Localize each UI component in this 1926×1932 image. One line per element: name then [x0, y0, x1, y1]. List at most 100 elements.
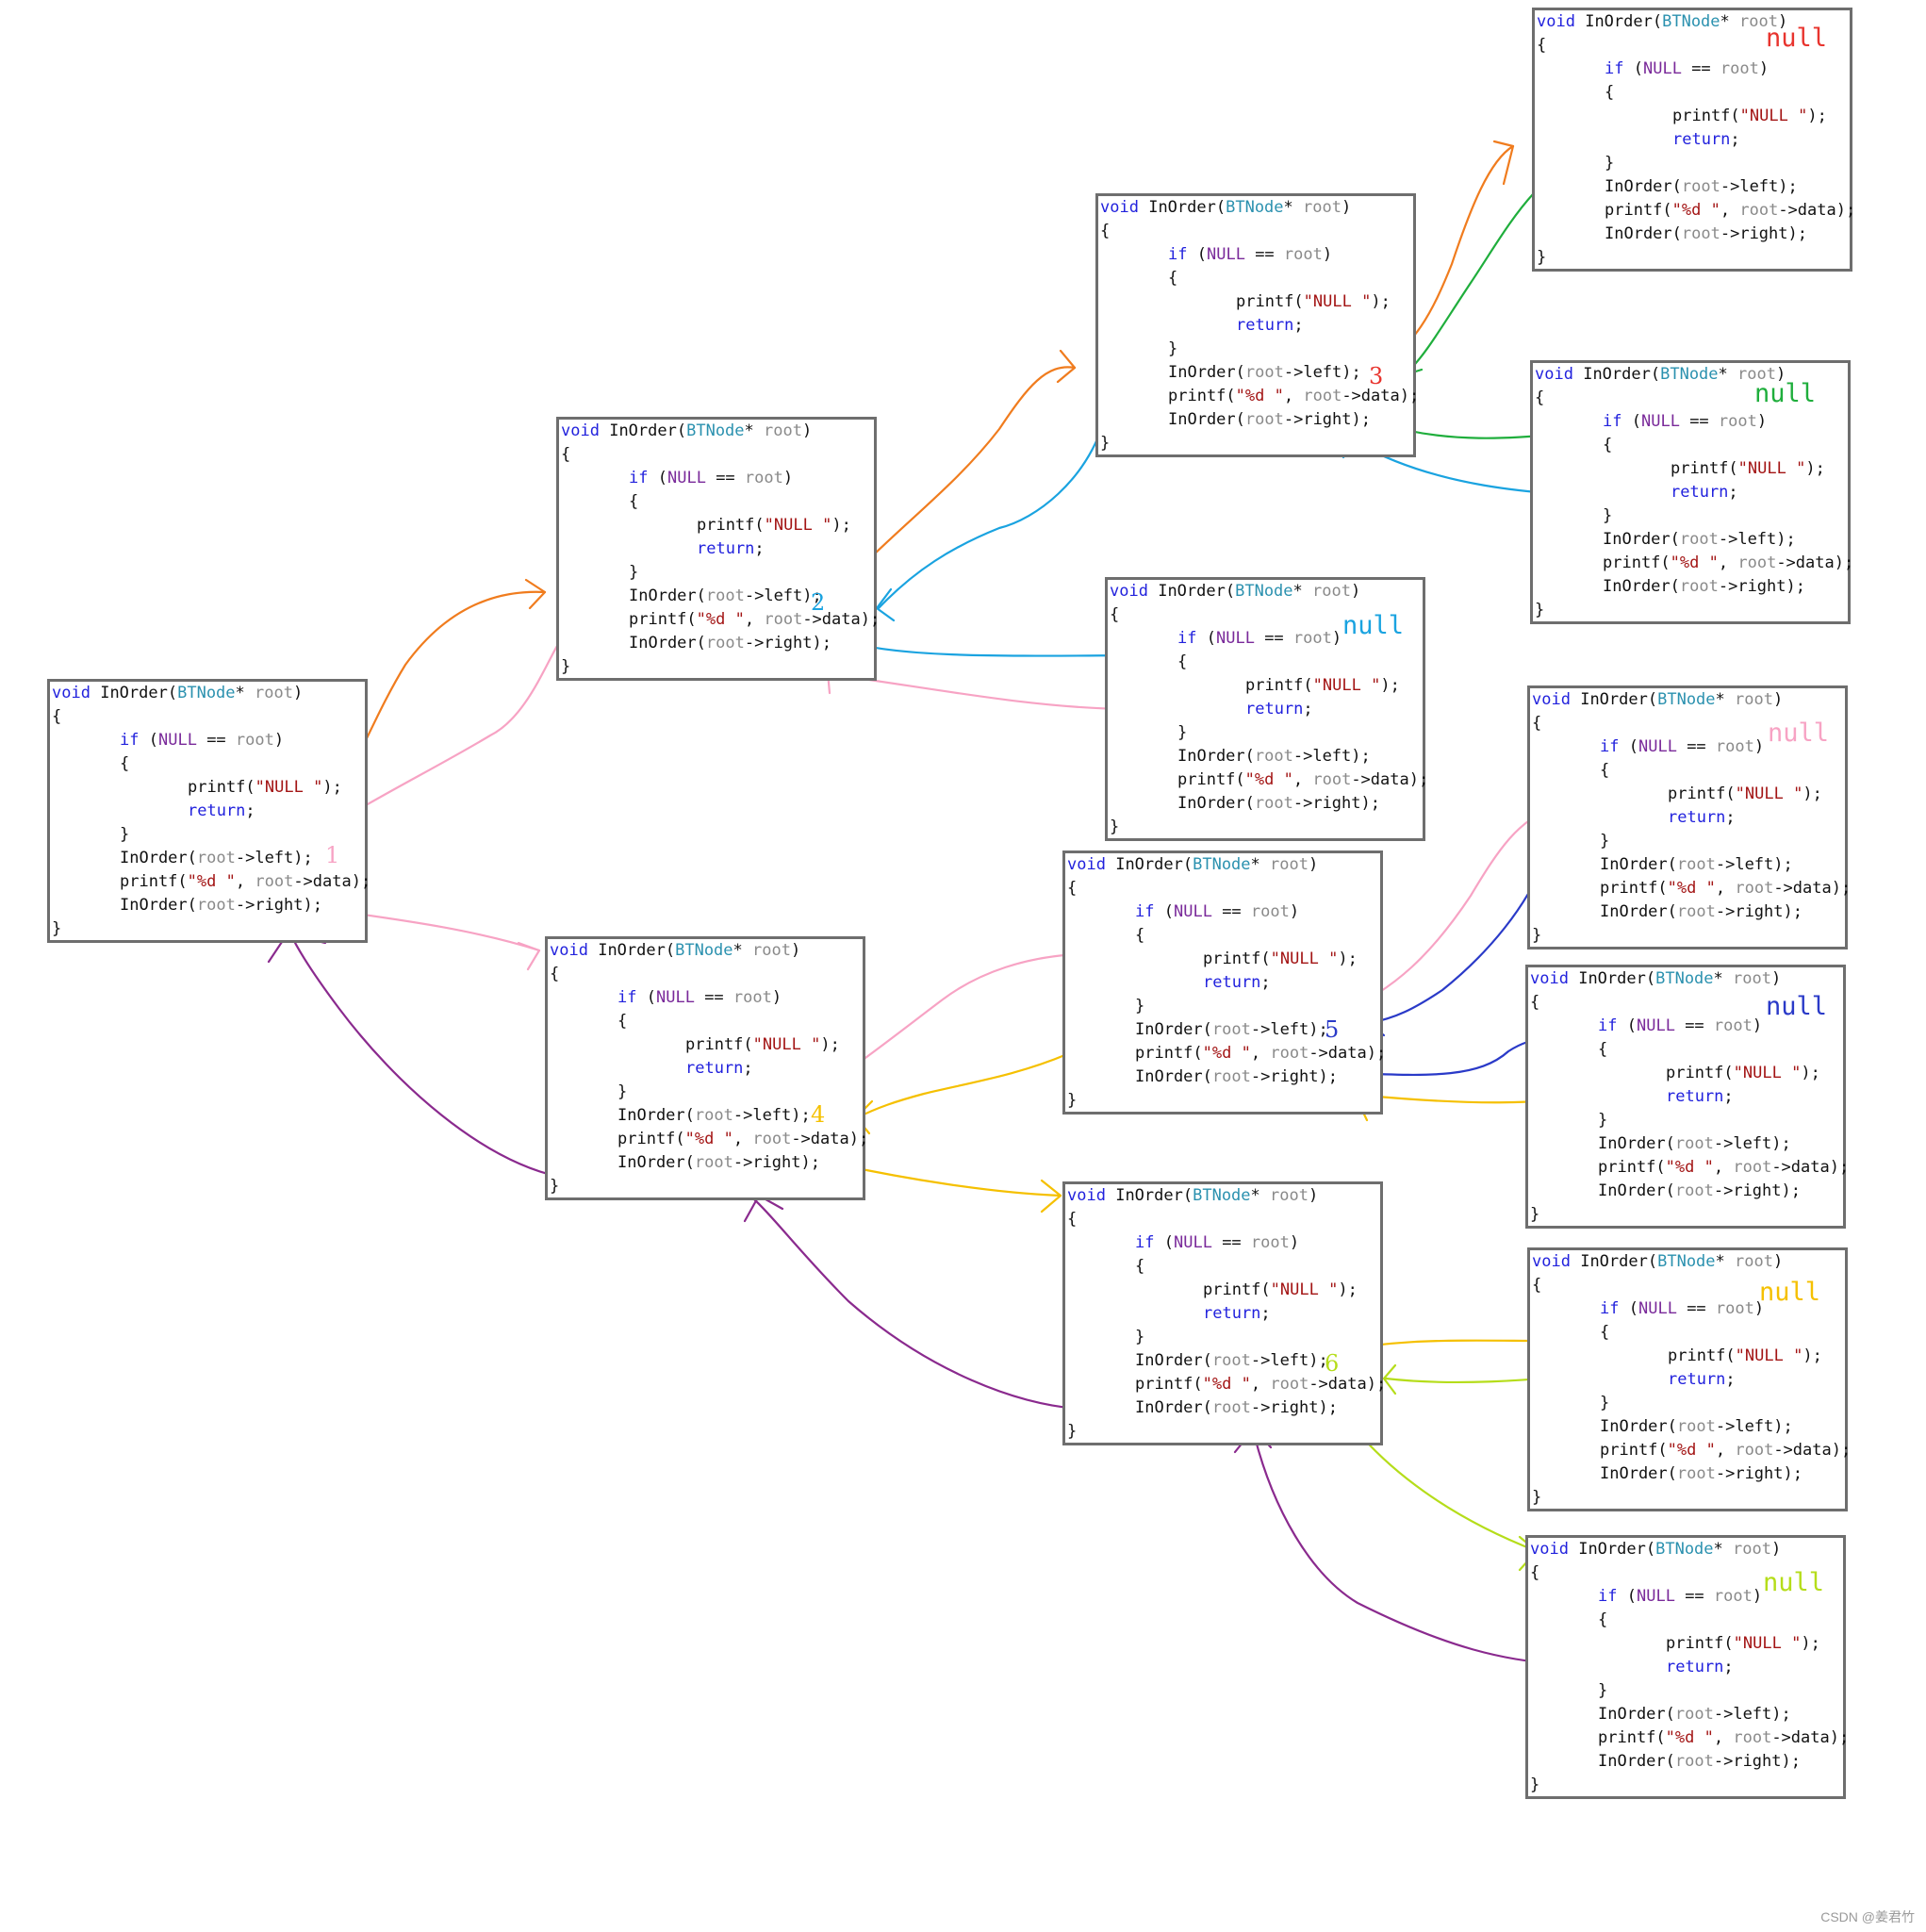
code-token: ->data [1778, 201, 1836, 220]
code-token: printf [1203, 1280, 1261, 1299]
code-line-left-call: InOrder(root->left); [1135, 1349, 1328, 1373]
code-token: if [1600, 737, 1620, 756]
code-token: InOrder [1135, 1020, 1203, 1039]
code-token: ) [1801, 1064, 1811, 1082]
code-token: NULL [655, 988, 695, 1007]
code-token: root [1312, 582, 1351, 601]
code-token: , [1713, 1728, 1724, 1747]
code-token: } [1110, 817, 1120, 836]
code-line-close-brace: } [561, 655, 570, 679]
code-token: ) [1781, 1752, 1791, 1771]
code-token: ( [1260, 1280, 1271, 1299]
code-token: ; [1792, 902, 1803, 921]
code-token: { [1598, 1040, 1608, 1059]
code-line-return-stmt: return; [188, 800, 255, 823]
code-token: ( [1657, 1441, 1668, 1460]
code-token: BTNode [1235, 582, 1293, 601]
code-token: InOrder [1585, 12, 1653, 31]
code-token: ; [1318, 1020, 1328, 1039]
code-token: ( [1235, 410, 1245, 429]
inorder-frame: void InOrder(BTNode* root){if (NULL == r… [47, 679, 370, 943]
code-token: InOrder [617, 1106, 685, 1125]
code-line-printf-data: printf("%d ", root->data); [629, 608, 880, 632]
code-line-right-call: InOrder(root->right); [1177, 792, 1380, 816]
code-token: * [1720, 12, 1730, 31]
code-token: * [1713, 1540, 1723, 1559]
code-token: InOrder [1583, 365, 1651, 384]
code-token: ->data [1773, 1441, 1832, 1460]
code-line-if-null-check: if (NULL == root) [629, 467, 793, 490]
code-token: ; [1790, 1752, 1802, 1771]
code-line-printf-null: printf("NULL "); [1668, 1345, 1822, 1368]
code-token: ; [1797, 224, 1808, 243]
code-token: ->left [744, 586, 803, 605]
code-token: root [235, 731, 274, 750]
code-line-if-open-brace: { [1598, 1038, 1607, 1062]
code-token: InOrder [629, 634, 697, 652]
code-token: ; [812, 586, 822, 605]
code-token: == [1691, 59, 1711, 78]
code-token: ( [1657, 879, 1668, 898]
code-token: if [1177, 629, 1197, 648]
code-token: if [617, 988, 637, 1007]
code-token: printf [1605, 201, 1663, 220]
code-token: ->left [1250, 1351, 1309, 1370]
code-token: ( [1647, 690, 1658, 709]
code-token: { [1530, 993, 1540, 1012]
code-token: printf [1666, 1634, 1724, 1653]
code-token: } [1530, 1205, 1540, 1224]
code-token: if [1598, 1587, 1618, 1606]
code-token: * [1715, 1252, 1725, 1271]
code-token: ( [1660, 553, 1671, 572]
code-token: void [1537, 12, 1575, 31]
code-line-right-call: InOrder(root->right); [617, 1151, 820, 1175]
code-token: root [1254, 747, 1293, 766]
code-token: return [1668, 808, 1726, 827]
code-line-if-close-brace: } [1600, 830, 1609, 853]
null-label-blue: null [1342, 611, 1405, 640]
code-line-signature: void InOrder(BTNode* root) [550, 939, 800, 963]
code-line-printf-data: printf("%d ", root->data); [1605, 199, 1855, 223]
code-token: printf [1135, 1375, 1193, 1394]
code-token: { [550, 965, 560, 983]
code-token: "%d " [1671, 201, 1720, 220]
code-token: InOrder [1158, 582, 1226, 601]
code-line-signature: void InOrder(BTNode* root) [1537, 10, 1787, 34]
code-token: ( [1626, 1587, 1637, 1606]
code-token: InOrder [1600, 902, 1668, 921]
code-token: InOrder [1177, 794, 1245, 813]
code-token: { [1537, 36, 1547, 55]
code-token: ) [1338, 949, 1348, 968]
code-token: printf [1245, 676, 1304, 695]
code-token: ; [1375, 1044, 1387, 1063]
code-token: ; [1327, 1067, 1339, 1086]
code-token: "NULL " [1270, 1280, 1339, 1299]
code-line-printf-data: printf("%d ", root->data); [617, 1128, 868, 1151]
code-line-printf-data: printf("%d ", root->data); [1168, 385, 1419, 408]
code-token: "NULL " [255, 778, 323, 797]
step-number-2: 2 [811, 589, 826, 616]
inorder-frame: void InOrder(BTNode* root){if (NULL == r… [556, 417, 880, 681]
inorder-frame: void InOrder(BTNode* root){if (NULL == r… [1105, 577, 1428, 841]
code-token: ; [1810, 1634, 1820, 1653]
code-token: ( [1667, 1464, 1677, 1483]
code-token: root [1715, 737, 1754, 756]
code-token: return [1666, 1087, 1724, 1106]
code-line-return-stmt: return; [1236, 314, 1304, 338]
code-token: ; [1730, 130, 1740, 149]
code-line-right-call: InOrder(root->right); [1600, 1462, 1803, 1486]
code-line-printf-null: printf("NULL "); [1245, 674, 1400, 698]
code-line-open-brace: { [1532, 1274, 1541, 1297]
code-line-printf-null: printf("NULL "); [1666, 1062, 1820, 1085]
inorder-frame: void InOrder(BTNode* root){if (NULL == r… [1532, 8, 1855, 272]
code-token: ) [1776, 530, 1786, 549]
code-token: } [1603, 506, 1613, 525]
code-line-if-null-check: if (NULL == root) [1600, 1297, 1764, 1321]
code-token: root [1674, 1705, 1714, 1724]
code-token: root [705, 586, 745, 605]
code-token: { [1532, 1276, 1542, 1295]
code-token: ( [1725, 784, 1736, 803]
code-token: ( [1626, 1016, 1637, 1035]
code-line-signature: void InOrder(BTNode* root) [1100, 196, 1351, 220]
code-token: ) [1350, 582, 1361, 601]
